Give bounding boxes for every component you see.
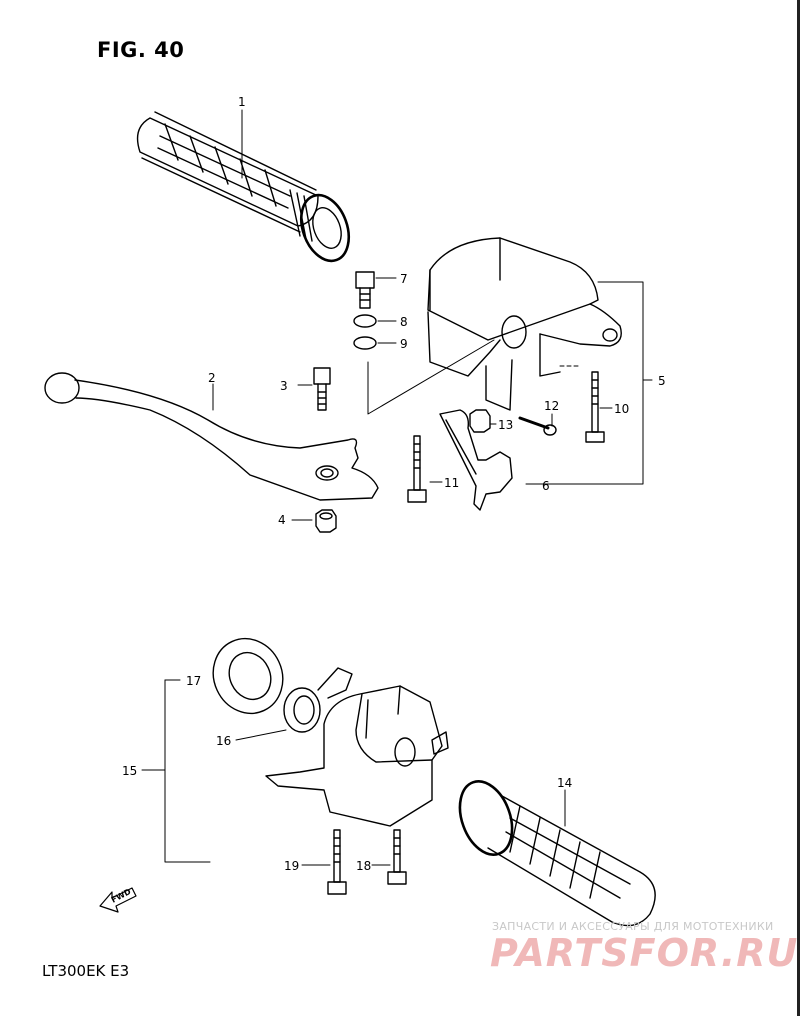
fwd-arrow-icon: FWD — [99, 887, 137, 913]
model-code: LT300EK E3 — [42, 962, 130, 980]
callout-9: 9 — [400, 337, 408, 351]
bolt-7-part — [355, 271, 375, 309]
callout-5: 5 — [658, 374, 666, 388]
bolt-10-part — [585, 371, 605, 443]
callout-1: 1 — [238, 95, 246, 109]
grip-left-part — [136, 111, 351, 263]
callout-16: 16 — [216, 734, 231, 748]
callout-2: 2 — [208, 371, 216, 385]
fwd-label: FWD — [110, 887, 133, 905]
callout-13: 13 — [498, 418, 513, 432]
callout-6: 6 — [542, 479, 550, 493]
lever-switch-part — [439, 409, 513, 511]
cover-ring-part — [212, 637, 284, 715]
screw-12-part — [518, 416, 557, 436]
throttle-collar-part — [283, 667, 353, 733]
bolt-11-part — [407, 435, 427, 503]
nut-4-part — [315, 509, 337, 533]
callout-12: 12 — [544, 399, 559, 413]
callout-8: 8 — [400, 315, 408, 329]
callout-18: 18 — [356, 859, 371, 873]
grip-right-part — [458, 780, 656, 927]
callout-10: 10 — [614, 402, 629, 416]
watermark-tagline: ЗАПЧАСТИ И АКСЕССУАРЫ ДЛЯ МОТОТЕХНИКИ — [492, 920, 774, 933]
callout-17: 17 — [186, 674, 201, 688]
washer-9-part — [353, 336, 377, 350]
callout-15: 15 — [122, 764, 137, 778]
washer-8-part — [353, 314, 377, 328]
lever-bracket-part — [427, 237, 622, 411]
figure-title: FIG. 40 — [97, 38, 185, 62]
watermark-logo: PARTSFOR.RU — [490, 931, 799, 975]
callout-14: 14 — [557, 776, 572, 790]
page-edge — [797, 0, 800, 1016]
screw-18-part — [387, 829, 407, 885]
leader-lines — [141, 109, 653, 866]
callout-7: 7 — [400, 272, 408, 286]
screw-19-part — [327, 829, 347, 895]
nut-13-part — [469, 409, 491, 433]
callout-11: 11 — [444, 476, 459, 490]
brake-lever-part — [44, 372, 379, 501]
callout-19: 19 — [284, 859, 299, 873]
switch-housing-part — [265, 685, 449, 827]
pivot-bolt-part — [313, 367, 331, 411]
callout-4: 4 — [278, 513, 286, 527]
callout-3: 3 — [280, 379, 288, 393]
